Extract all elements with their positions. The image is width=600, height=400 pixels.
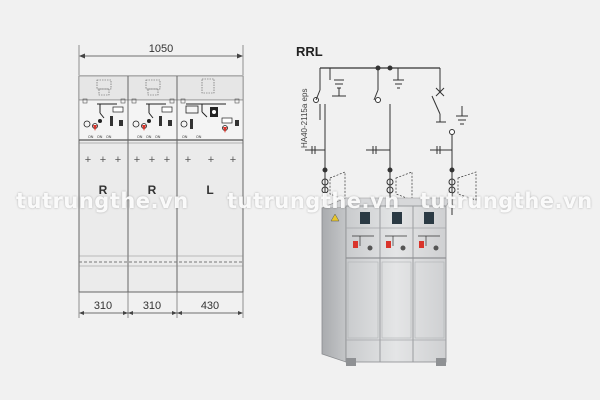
- panel-2-letter: R: [148, 183, 157, 197]
- panel-3-mimic: ON ON: [180, 103, 239, 139]
- svg-text:+: +: [115, 154, 121, 166]
- svg-text:+: +: [185, 154, 191, 166]
- front-view: 1050: [78, 43, 244, 318]
- single-line-schematic: RRL HA40-2115a eps: [296, 44, 477, 215]
- watermark-1: tutrungthe.vn: [16, 189, 189, 213]
- panel-3-top: [180, 78, 240, 104]
- schematic-title: RRL: [296, 44, 323, 59]
- panel-width-dimensions: 310 310 430: [78, 292, 244, 318]
- svg-text:ON: ON: [97, 135, 103, 139]
- svg-text:+: +: [85, 154, 91, 166]
- feeder-1: [305, 68, 346, 215]
- svg-text:ON: ON: [155, 135, 161, 139]
- panel-fixings: + + + + + + + + +: [85, 154, 236, 166]
- panel-2-on-label: ON: [137, 135, 143, 139]
- svg-text:+: +: [230, 154, 236, 166]
- svg-text:+: +: [100, 154, 106, 166]
- panel-1-top: [82, 79, 126, 104]
- top-compartment: [78, 75, 244, 101]
- panel-1-width-label: 310: [94, 300, 112, 312]
- panel-2-width-label: 310: [143, 300, 161, 312]
- panel-1-on-label: ON: [88, 135, 94, 139]
- panel-3-letter: L: [206, 183, 213, 197]
- panel-3-on-label: ON: [182, 135, 188, 139]
- svg-text:+: +: [134, 154, 140, 166]
- watermark-3: tutrungthe.vn: [420, 189, 593, 213]
- drawing-code: HA40-2115a eps: [300, 89, 309, 148]
- svg-text:ON: ON: [106, 135, 112, 139]
- panel-3-width-label: 430: [201, 300, 219, 312]
- feeder-3: [430, 68, 477, 215]
- total-width-label: 1050: [149, 43, 173, 55]
- panel-2-mimic: ON ON ON: [132, 103, 173, 139]
- svg-text:ON: ON: [146, 135, 152, 139]
- svg-text:+: +: [208, 154, 214, 166]
- svg-text:ON: ON: [196, 135, 202, 139]
- total-width-dimension: 1050: [78, 43, 244, 75]
- watermark-2: tutrungthe.vn: [227, 189, 400, 213]
- panel-1-mimic: ON ON ON: [83, 103, 124, 139]
- svg-text:+: +: [149, 154, 155, 166]
- panel-1-letter: R: [99, 183, 108, 197]
- panel-2-top: [131, 79, 175, 104]
- switchgear-cabinet-photo: [321, 197, 453, 366]
- svg-text:+: +: [164, 154, 170, 166]
